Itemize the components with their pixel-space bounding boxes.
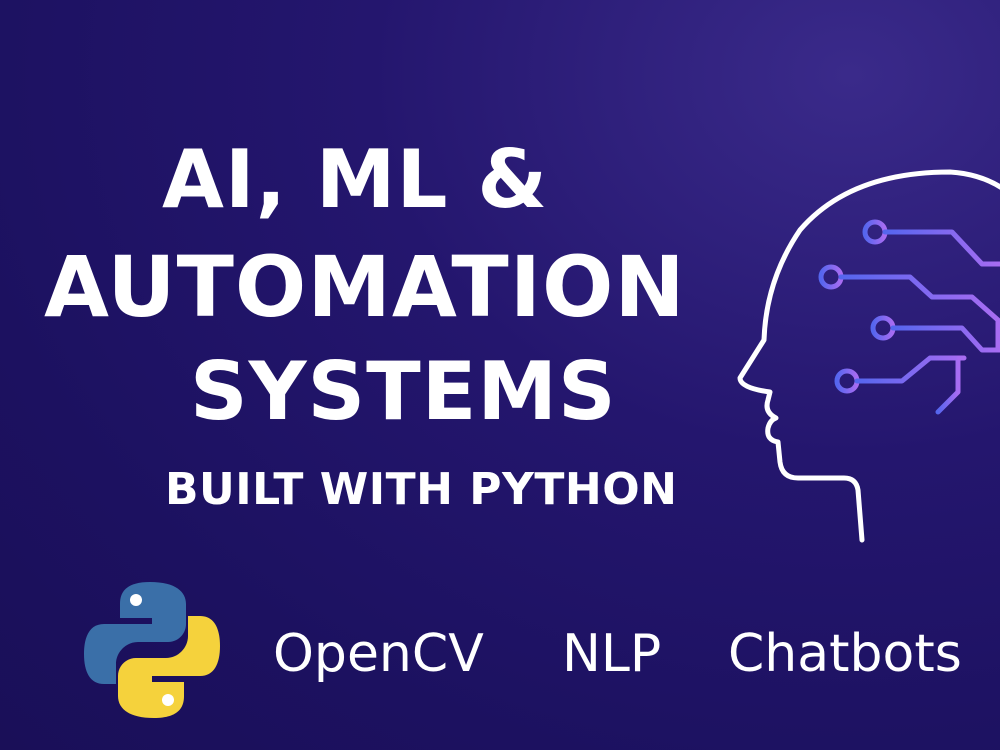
subtitle: BUILT WITH PYTHON [165,464,678,515]
topics-row: OpenCV NLP Chatbots [0,620,1000,700]
topic-opencv: OpenCV [273,624,484,684]
topic-nlp: NLP [562,624,662,684]
brain-circuit-head-icon [737,169,1000,543]
python-logo-icon [84,582,220,718]
headline-line-3: SYSTEMS [190,345,617,438]
headline: AI, ML & AUTOMATION SYSTEMS BUILT WITH P… [0,0,760,560]
topic-chatbots: Chatbots [728,624,962,684]
headline-line-2: AUTOMATION [44,238,686,336]
headline-line-1: AI, ML & [162,133,549,226]
